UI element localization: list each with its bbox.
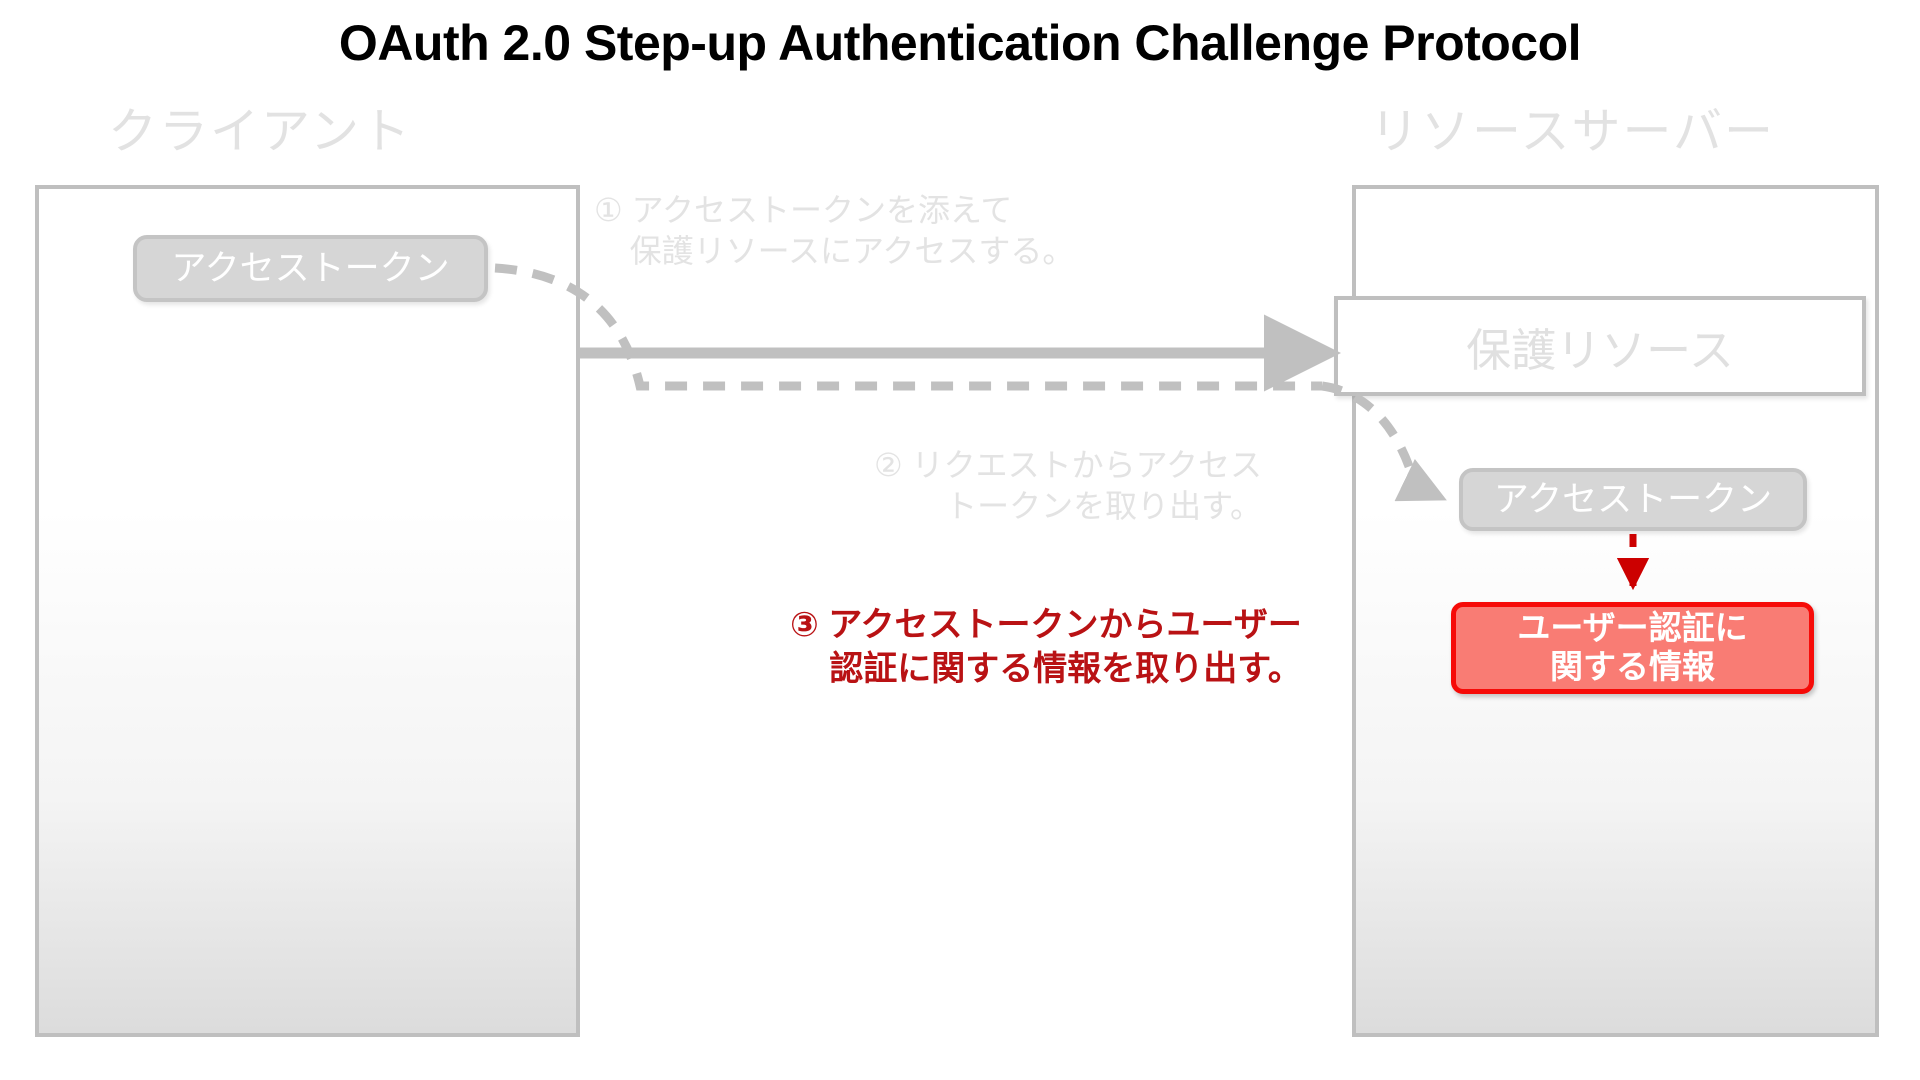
resource-server-column-label: リソースサーバー <box>1370 105 1776 159</box>
user-auth-info-box: ユーザー認証に 関する情報 <box>1451 602 1814 694</box>
step-3-note: ③ アクセストークンからユーザー 認証に関する情報を取り出す。 <box>790 606 1302 688</box>
step-2-note: ② リクエストからアクセス トークンを取り出す。 <box>874 447 1262 524</box>
server-access-token-chip: アクセストークン <box>1459 468 1807 531</box>
user-auth-info-line2: 関する情報 <box>1550 648 1715 685</box>
step-1-note: ① アクセストークンを添えて 保護リソースにアクセスする。 <box>594 192 1075 269</box>
page-title: OAuth 2.0 Step-up Authentication Challen… <box>338 15 1582 71</box>
client-panel <box>35 185 580 1037</box>
client-access-token-chip: アクセストークン <box>133 235 488 302</box>
user-auth-info-line1: ユーザー認証に <box>1517 609 1748 647</box>
protected-resource-box: 保護リソース <box>1334 296 1866 396</box>
client-column-label: クライアント <box>108 105 413 159</box>
access-token-transit-dashed-path <box>494 263 1322 391</box>
